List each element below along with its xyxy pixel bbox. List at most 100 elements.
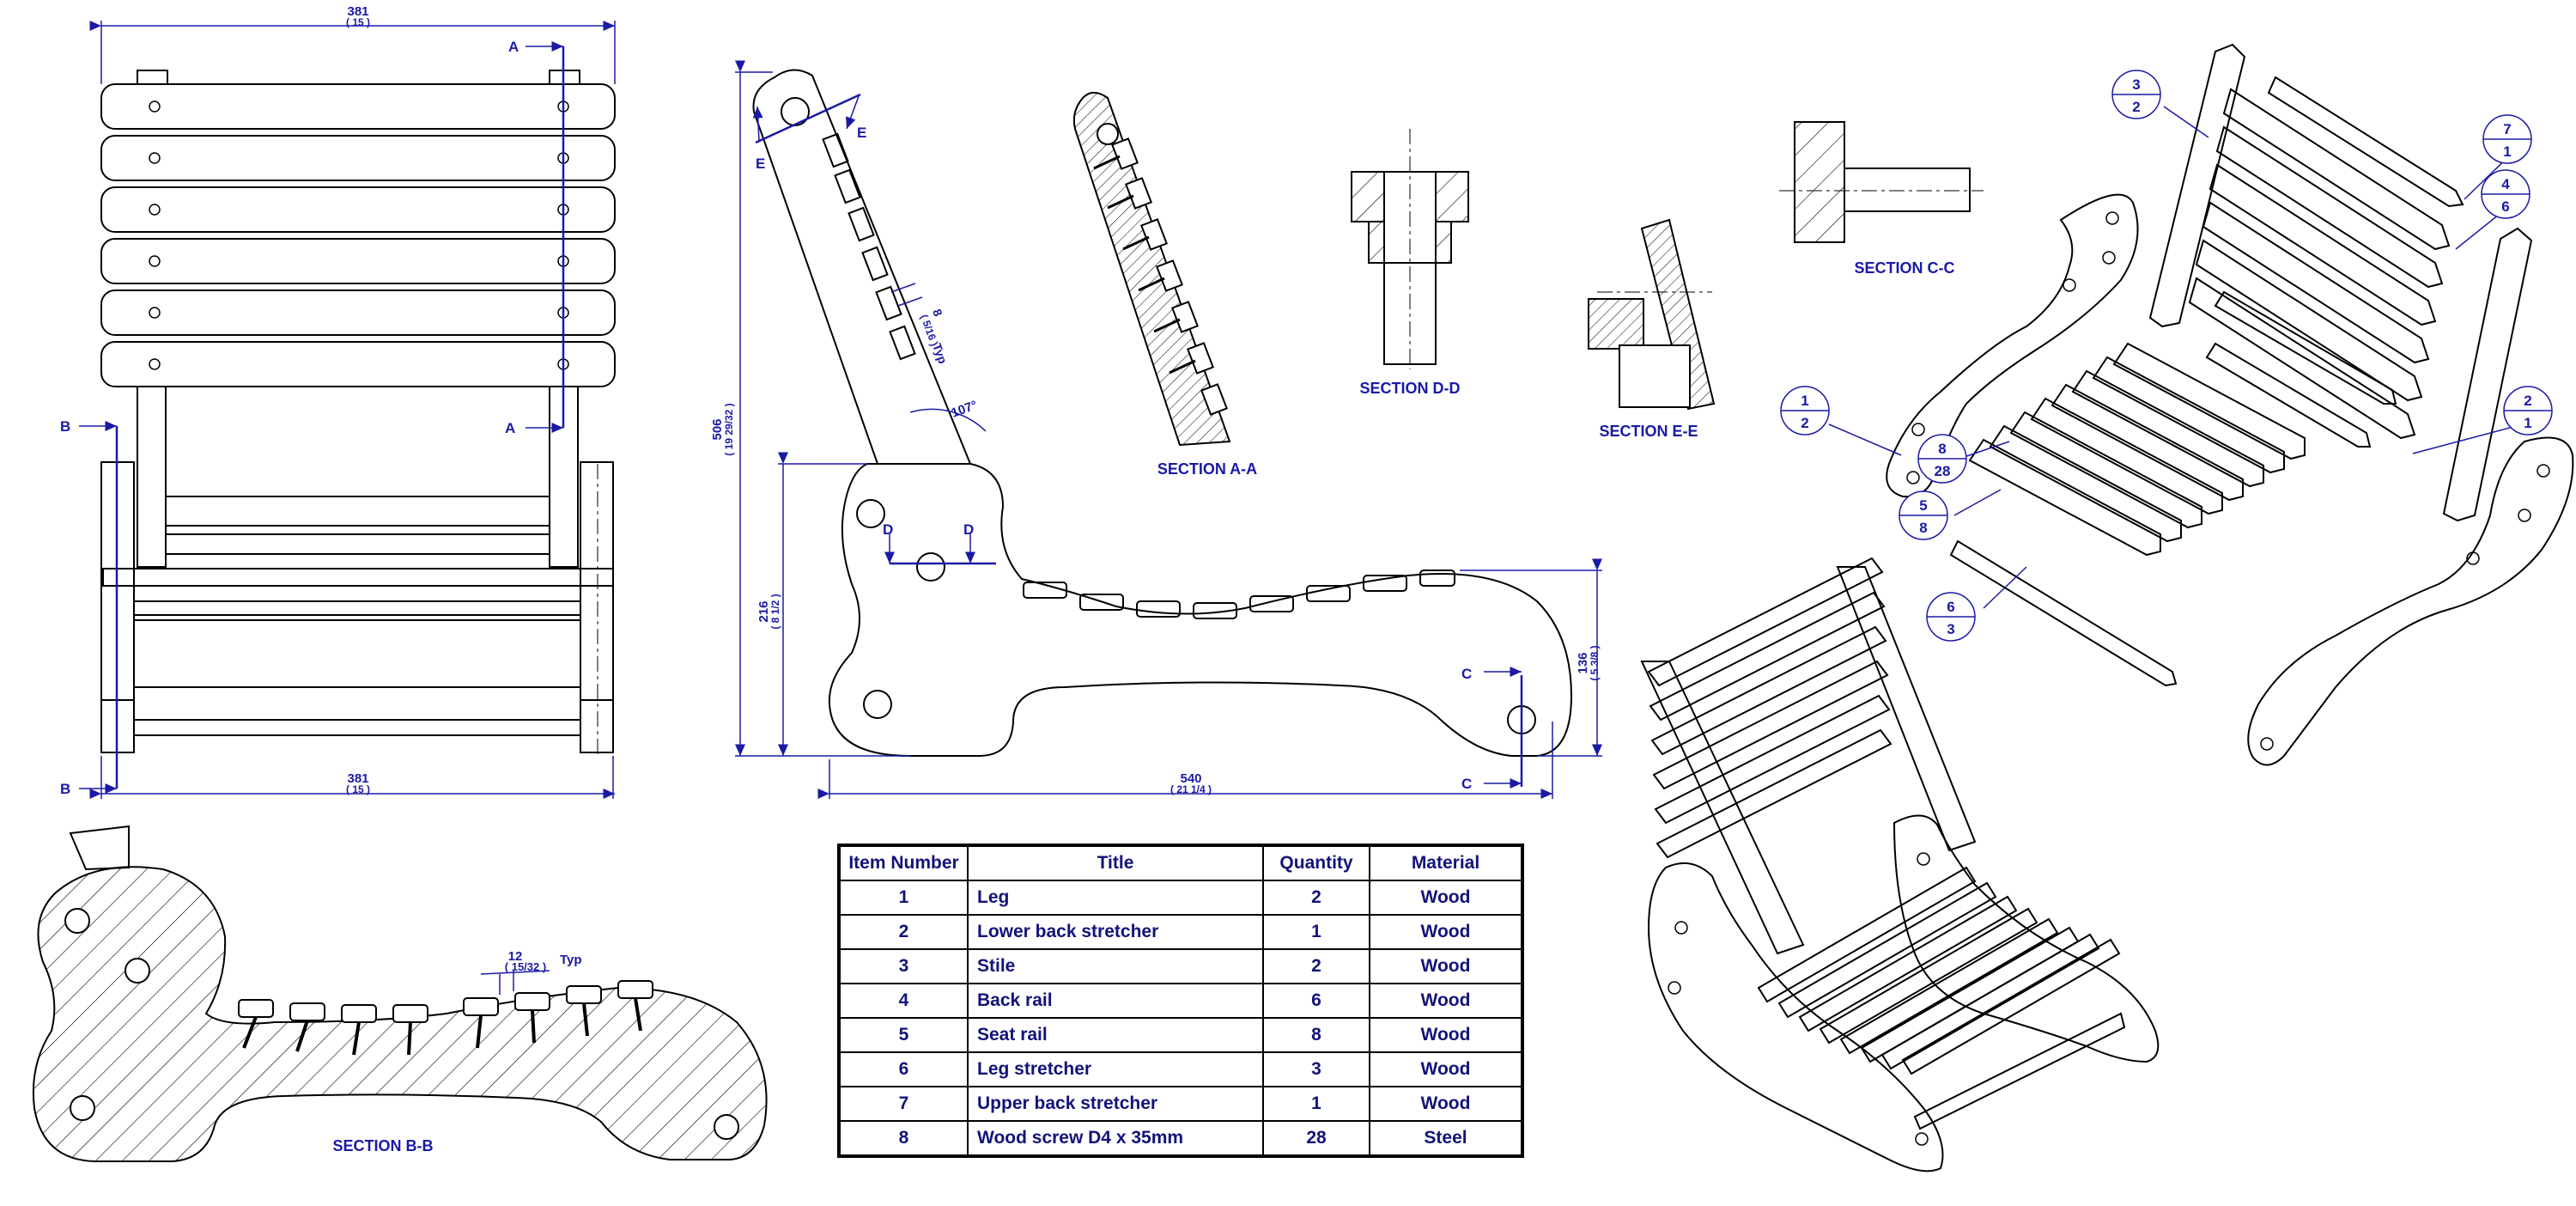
section-cc-label: SECTION C-C [1855, 259, 1955, 277]
cell-title: Leg stretcher [967, 1051, 1264, 1087]
dim-length-in: ( 21 1/4 ) [1170, 783, 1212, 795]
balloon-qty: 3 [1947, 621, 1954, 637]
cell-item: 7 [838, 1086, 969, 1122]
exploded-view [1886, 43, 2574, 766]
assembled-view [1640, 557, 2160, 1172]
balloon [2111, 70, 2161, 119]
table-row: 5 Seat rail 8 Wood [838, 1017, 1523, 1053]
assembled-leg-right [1893, 814, 2160, 1063]
balloon-item: 1 [1801, 393, 1808, 409]
balloon-qty: 2 [2132, 99, 2140, 115]
balloon-item: 4 [2501, 176, 2510, 192]
cell-material: Wood [1369, 914, 1523, 950]
parts-table-header: Item Number Title Quantity Material [838, 844, 1523, 881]
balloon-qty: 28 [1935, 463, 1951, 479]
cell-quantity: 6 [1262, 983, 1370, 1019]
section-mark: B [60, 418, 70, 435]
leg [580, 461, 614, 753]
back-rail [100, 341, 616, 387]
cell-quantity: 8 [1262, 1017, 1370, 1053]
cell-title: Leg [967, 880, 1264, 916]
table-row: 7 Upper back stretcher 1 Wood [838, 1086, 1523, 1122]
exploded-stile-left [2148, 43, 2246, 328]
cell-quantity: 2 [1262, 880, 1370, 916]
balloon-item: 7 [2503, 121, 2511, 137]
cell-material: Wood [1369, 880, 1523, 916]
section-dd-label: SECTION D-D [1360, 380, 1461, 397]
section-bb-dimensions [480, 970, 550, 995]
balloon-qty: 8 [1919, 520, 1927, 536]
front-view [100, 70, 616, 756]
cell-material: Steel [1369, 1120, 1523, 1157]
balloon-item: 5 [1919, 497, 1927, 514]
balloons [1780, 70, 2553, 642]
front-view-dimensions [79, 21, 616, 799]
section-mark: D [963, 521, 974, 538]
cell-item: 4 [838, 983, 969, 1019]
table-row: 6 Leg stretcher 3 Wood [838, 1051, 1523, 1087]
dim-height-total-in: ( 19 29/32 ) [723, 403, 735, 455]
cell-item: 3 [838, 948, 969, 984]
balloon-item: 2 [2524, 393, 2531, 409]
section-aa-label: SECTION A-A [1157, 460, 1257, 478]
back-rail [100, 135, 616, 181]
assembled-back-rails [1647, 557, 1893, 859]
balloon-qty: 2 [1801, 415, 1808, 431]
balloon [1899, 490, 1948, 540]
dim-length: 540 [1180, 771, 1201, 786]
cell-item: 5 [838, 1017, 969, 1053]
table-row: 3 Stile 2 Wood [838, 948, 1523, 984]
balloon [1917, 434, 1967, 484]
dim-back-angle: 107° [950, 398, 980, 421]
cell-title: Wood screw D4 x 35mm [967, 1120, 1264, 1157]
balloon [2503, 386, 2553, 436]
section-mark: E [756, 155, 765, 172]
balloon [2482, 114, 2532, 164]
balloon-item: 6 [1947, 599, 1954, 615]
balloon [1926, 592, 1976, 642]
cell-item: 2 [838, 914, 969, 950]
cell-item: 6 [838, 1051, 969, 1087]
cell-title: Upper back stretcher [967, 1086, 1264, 1122]
cell-title: Stile [967, 948, 1264, 984]
table-row: 8 Wood screw D4 x 35mm 28 Steel [838, 1120, 1523, 1157]
section-dd [1351, 129, 1469, 369]
section-ee-label: SECTION E-E [1599, 423, 1698, 440]
back-rail [100, 83, 616, 130]
balloon [2481, 169, 2530, 219]
exploded-stile-right [2442, 227, 2533, 522]
cell-material: Wood [1369, 1017, 1523, 1053]
cell-title: Seat rail [967, 1017, 1264, 1053]
dim-front-height-in: ( 5 3/8 ) [1589, 645, 1601, 680]
col-item-number: Item Number [838, 844, 969, 881]
exploded-back-rails [2188, 88, 2451, 440]
balloon-qty: 1 [2524, 415, 2531, 431]
front-bottom-width-in: ( 15 ) [346, 783, 370, 795]
balloon-qty: 1 [2503, 143, 2511, 160]
cell-quantity: 3 [1262, 1051, 1370, 1087]
back-rail [100, 238, 616, 284]
assembled-leg-left [1647, 862, 1944, 1172]
balloon-item: 3 [2132, 76, 2140, 93]
col-material: Material [1369, 844, 1523, 881]
stile [137, 386, 167, 568]
dim-height-total: 506 [710, 418, 725, 440]
cell-quantity: 1 [1262, 1086, 1370, 1122]
assembled-seat-rails [1757, 866, 2121, 1075]
cell-material: Wood [1369, 948, 1523, 984]
section-aa [1072, 92, 1231, 447]
cell-item: 1 [838, 880, 969, 916]
cell-material: Wood [1369, 983, 1523, 1019]
table-row: 2 Lower back stretcher 1 Wood [838, 914, 1523, 950]
side-view [752, 69, 1573, 757]
side-back-rails [822, 132, 916, 361]
balloon-qty: 6 [2501, 198, 2509, 215]
front-top-width: 381 [347, 4, 368, 19]
table-row: 4 Back rail 6 Wood [838, 983, 1523, 1019]
section-mark: E [857, 125, 866, 141]
exploded-seat-rails [1968, 342, 2306, 557]
bb-gap: 12 [508, 949, 523, 964]
cell-title: Lower back stretcher [967, 914, 1264, 950]
exploded-leg-right [2247, 436, 2574, 766]
